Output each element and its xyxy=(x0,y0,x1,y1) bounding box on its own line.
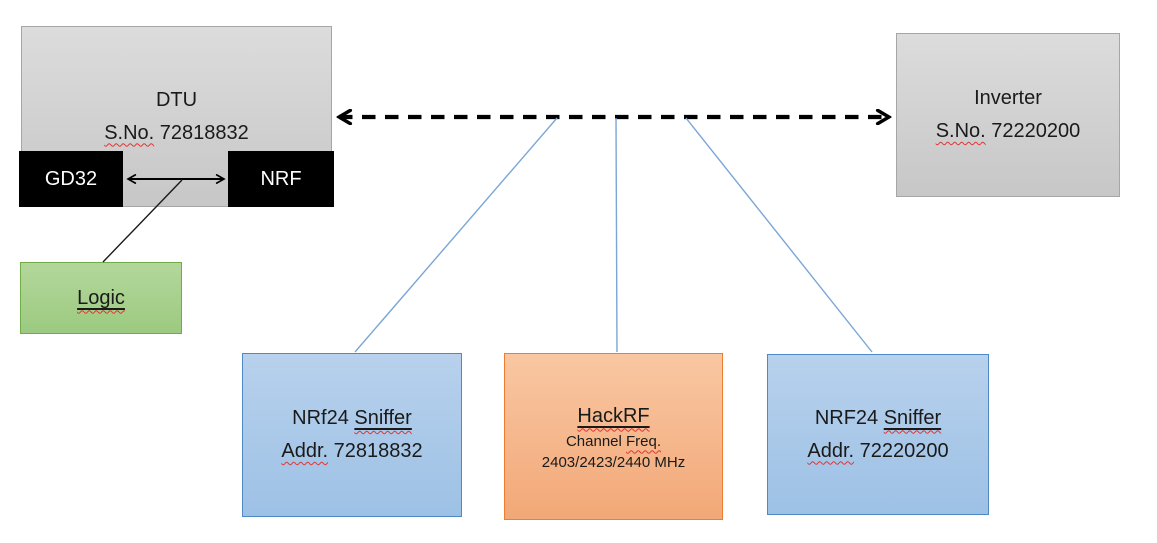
dtu-title: DTU xyxy=(155,88,198,111)
inverter-title: Inverter xyxy=(974,87,1042,109)
inverter-serial-prefix: S.No. xyxy=(935,120,986,142)
sniffer-right-type: Sniffer xyxy=(883,406,942,429)
logic-label: Logic xyxy=(77,286,125,309)
dtu-serial-prefix: S.No. xyxy=(104,121,155,144)
link-sniffer-right-connector-line xyxy=(685,117,873,353)
sniffer-right-addr-line: Addr. 72220200 xyxy=(807,435,948,468)
sniffer-right-box: NRF24 Sniffer Addr. 72220200 xyxy=(767,354,989,515)
link-sniffer-left-connector-line xyxy=(354,117,558,353)
nrf-chip: NRF xyxy=(228,151,334,207)
hackrf-freq-word: Freq. xyxy=(626,432,662,450)
link-hackrf-connector-line xyxy=(615,117,618,353)
logic-box: Logic xyxy=(20,262,182,334)
hackrf-box: HackRF Channel Freq. 2403/2423/2440 MHz xyxy=(504,353,723,520)
sniffer-left-box: NRf24 Sniffer Addr. 72818832 xyxy=(242,353,462,517)
inverter-serial-line: S.No. 72220200 xyxy=(936,115,1081,148)
inverter-box: Inverter S.No. 72220200 xyxy=(896,33,1120,197)
sniffer-left-addr-number: 72818832 xyxy=(328,440,423,462)
hackrf-title-line: HackRF xyxy=(577,401,649,431)
sniffer-right-title-line: NRF24 Sniffer xyxy=(815,402,941,435)
sniffer-left-model: NRf24 xyxy=(292,407,355,429)
dtu-serial-number: 72818832 xyxy=(154,121,249,144)
sniffer-left-type: Sniffer xyxy=(354,407,412,429)
hackrf-frequencies: 2403/2423/2440 MHz xyxy=(541,453,686,471)
gd32-label: GD32 xyxy=(44,167,98,190)
hackrf-channel-line: Channel Freq. xyxy=(566,431,661,452)
sniffer-right-addr-prefix: Addr. xyxy=(807,439,855,462)
gd32-chip: GD32 xyxy=(19,151,123,207)
sniffer-left-title-line: NRf24 Sniffer xyxy=(292,402,412,435)
dtu-serial-line: S.No. 72818832 xyxy=(104,117,249,150)
logic-label-line: Logic xyxy=(77,282,125,315)
nrf-label: NRF xyxy=(260,167,302,190)
hackrf-title: HackRF xyxy=(577,404,650,427)
sniffer-right-model: NRF24 xyxy=(814,406,884,429)
sniffer-left-addr-prefix: Addr. xyxy=(281,440,329,462)
sniffer-right-addr-number: 72220200 xyxy=(854,439,949,462)
inverter-serial-number: 72220200 xyxy=(985,120,1081,142)
hackrf-channel-word: Channel xyxy=(565,432,627,450)
sniffer-left-addr-line: Addr. 72818832 xyxy=(281,435,422,468)
